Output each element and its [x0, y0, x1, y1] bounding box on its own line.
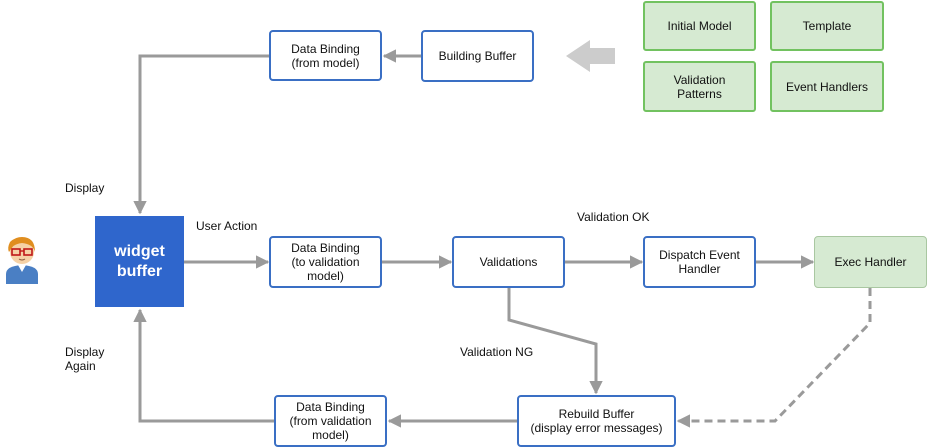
exec-handler-box: Exec Handler — [814, 236, 927, 288]
data-binding-from-validation-box: Data Binding (from validation model) — [274, 395, 387, 447]
building-buffer-box: Building Buffer — [421, 30, 534, 82]
display-again-label: Display Again — [65, 345, 105, 373]
arrow-exec-to-rebuild — [676, 288, 872, 428]
widget-buffer-box: widget buffer — [95, 216, 184, 307]
event-handlers-box: Event Handlers — [770, 61, 884, 112]
validation-ng-label: Validation NG — [460, 345, 534, 359]
person-with-glasses-icon — [6, 237, 38, 284]
data-binding-from-model-box: Data Binding (from model) — [269, 30, 382, 81]
validation-ok-label: Validation OK — [577, 210, 650, 224]
template-box: Template — [770, 1, 884, 51]
initial-model-box: Initial Model — [643, 1, 756, 51]
validations-box: Validations — [452, 236, 565, 288]
display-label: Display — [65, 181, 105, 195]
dispatch-event-handler-box: Dispatch Event Handler — [643, 236, 756, 288]
arrow-validation-ng — [507, 288, 603, 395]
rebuild-buffer-box: Rebuild Buffer (display error messages) — [517, 395, 676, 447]
arrow-display-again — [133, 308, 275, 423]
data-binding-to-validation-box: Data Binding (to validation model) — [269, 236, 382, 288]
left-arrow-icon — [566, 40, 615, 72]
validation-patterns-box: Validation Patterns — [643, 61, 756, 112]
arrow-display — [133, 54, 270, 215]
user-action-label: User Action — [196, 219, 258, 233]
